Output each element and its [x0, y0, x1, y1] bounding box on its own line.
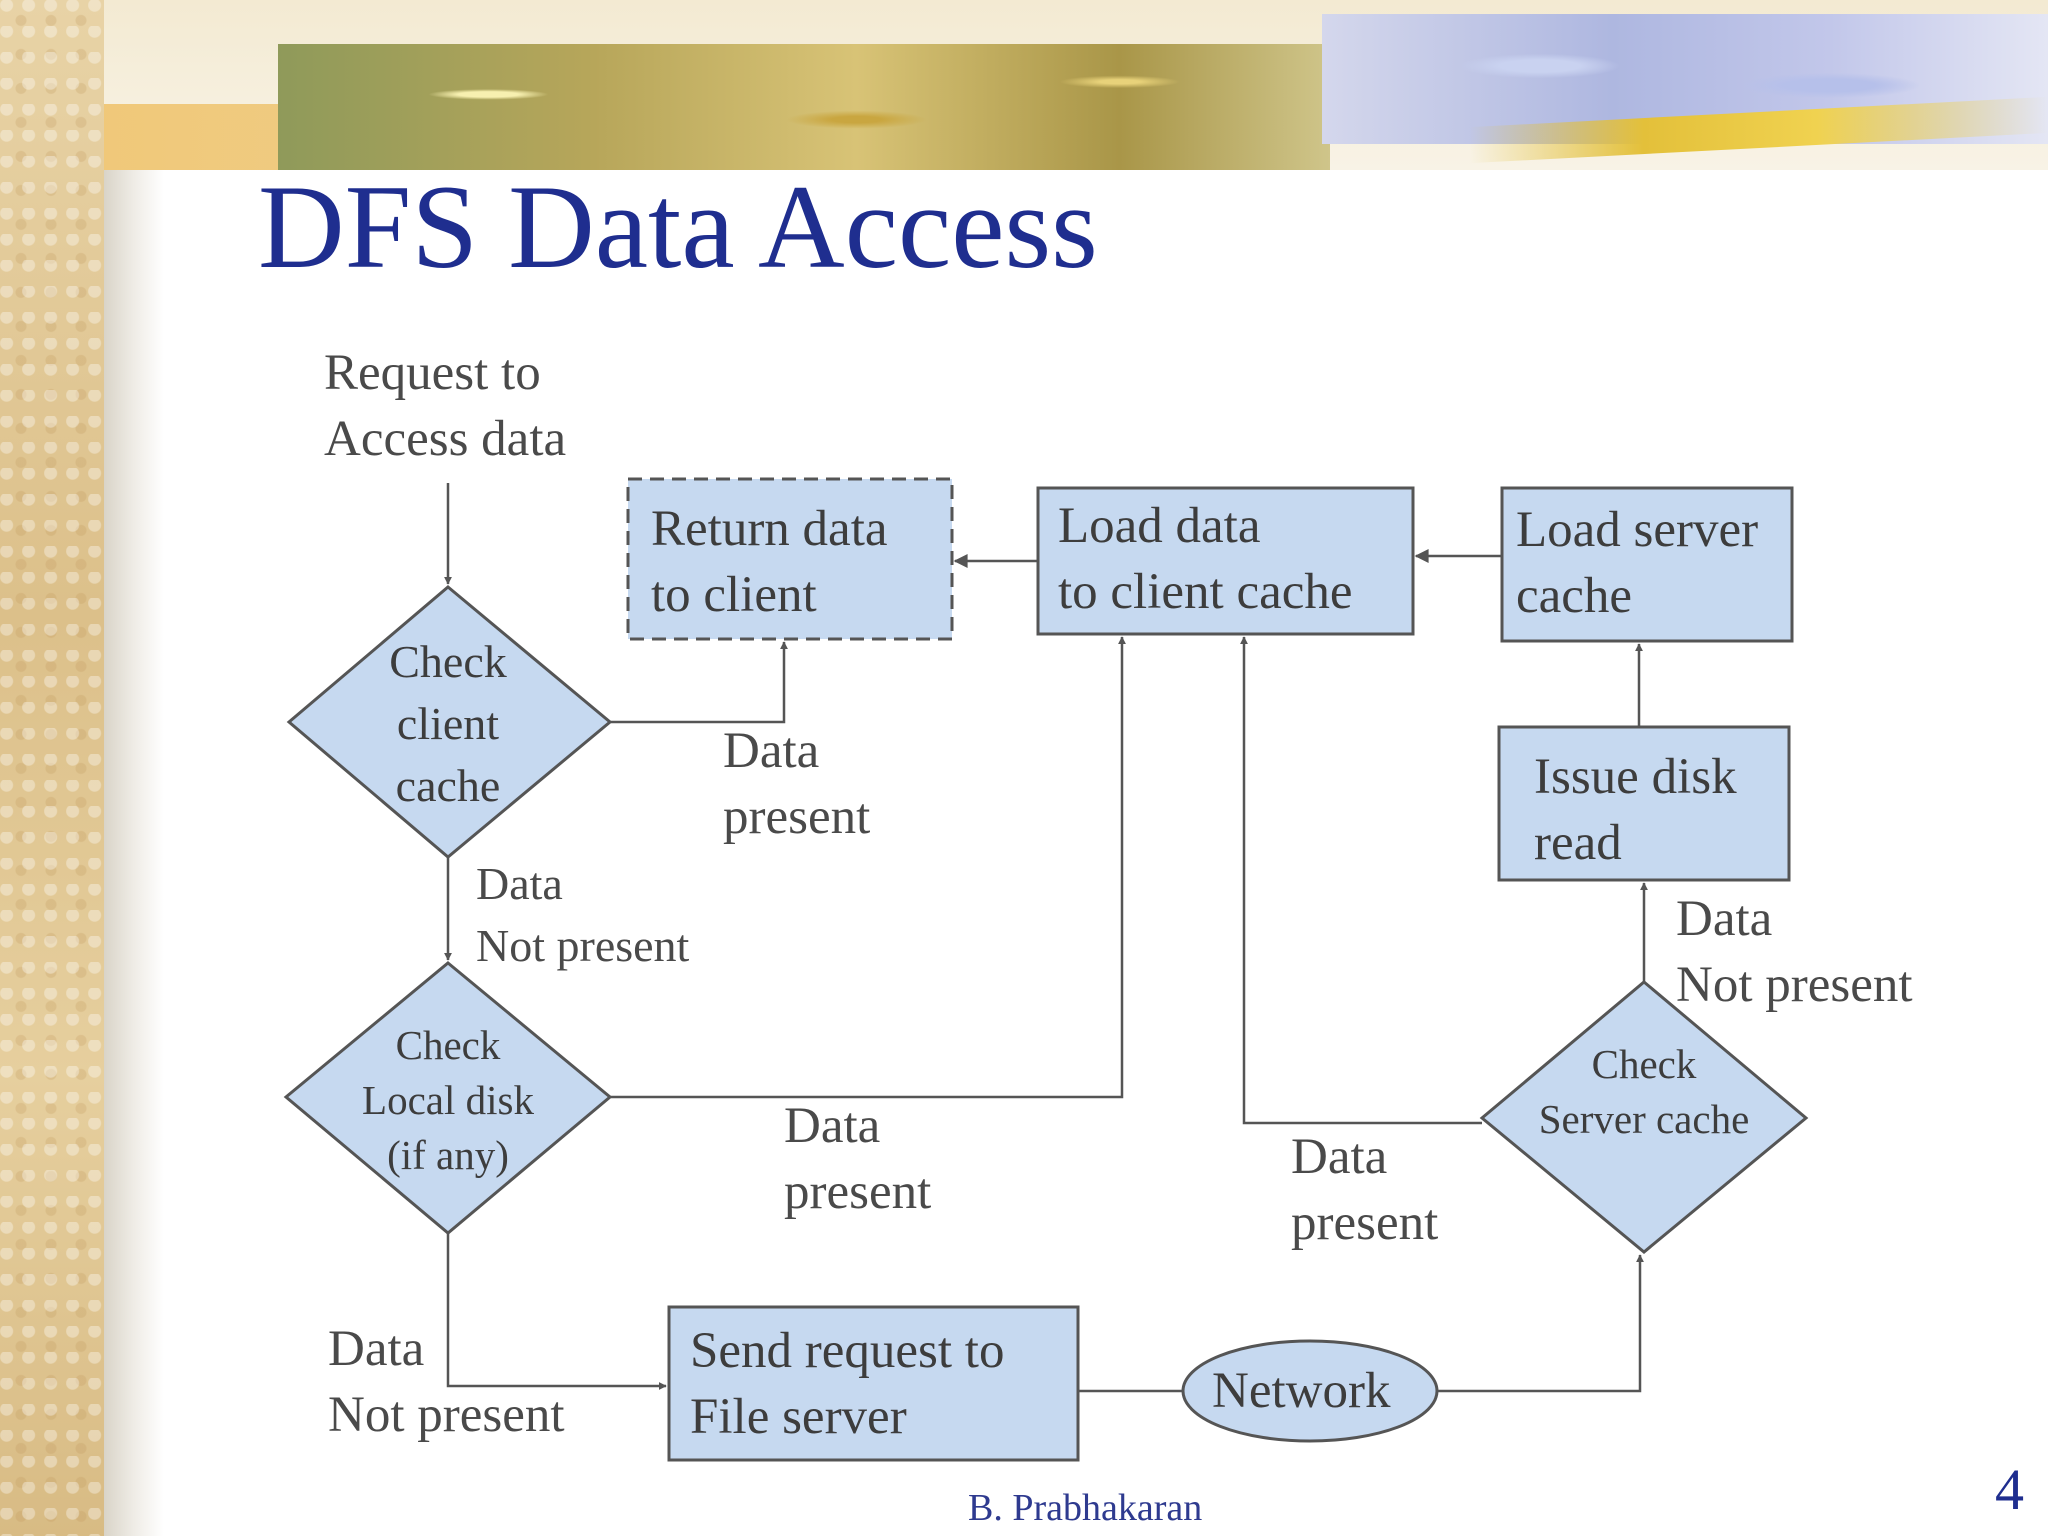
edge-label-client-not-present: Data Not present	[476, 858, 690, 971]
network-text: Network	[1212, 1363, 1391, 1419]
issue-disk-read-text: Issue disk read	[1534, 749, 1737, 871]
check-client-cache-text: Check client cache	[389, 636, 507, 811]
slide-page-number: 4	[1995, 1457, 2024, 1522]
slide-footer-author: B. Prabhakaran	[968, 1487, 1203, 1529]
send-request-text: Send request to File server	[690, 1323, 1005, 1445]
left-texture-strip	[0, 0, 104, 1536]
arrow-local-present-to-load-client	[610, 636, 1126, 1099]
edge-label-local-present: Data present	[784, 1098, 932, 1220]
check-server-cache-diamond	[1479, 980, 1809, 1254]
edge-label-local-not-present: Data Not present	[328, 1321, 565, 1443]
check-local-disk-text: Check Local disk (if any)	[362, 1022, 534, 1178]
load-client-cache-box	[1036, 486, 1415, 636]
send-request-box	[667, 1305, 1080, 1462]
arrow-client-present-to-return	[610, 641, 788, 724]
start-label: Request to Access data	[324, 345, 567, 467]
slide-title: DFS Data Access	[258, 160, 1098, 293]
return-data-text: Return data to client	[651, 501, 888, 623]
arrow-network-to-server-check	[1437, 1254, 1644, 1393]
load-server-cache-text: Load server cache	[1516, 502, 1759, 624]
banner-flower-image	[278, 44, 1330, 170]
arrow-server-present-to-load-client	[1240, 636, 1482, 1125]
check-server-cache-text: Check Server cache	[1538, 1041, 1750, 1142]
load-server-cache-box	[1500, 486, 1794, 643]
arrow-local-not-present-to-send	[446, 1233, 667, 1390]
return-data-box	[626, 477, 954, 641]
issue-disk-read-box	[1497, 725, 1791, 882]
edge-label-server-present: Data present	[1291, 1129, 1439, 1251]
left-shadow	[104, 170, 164, 1536]
edge-label-client-present: Data present	[723, 723, 871, 845]
load-client-cache-text: Load data to client cache	[1058, 498, 1353, 620]
edge-label-server-not-present: Data Not present	[1676, 891, 1913, 1013]
